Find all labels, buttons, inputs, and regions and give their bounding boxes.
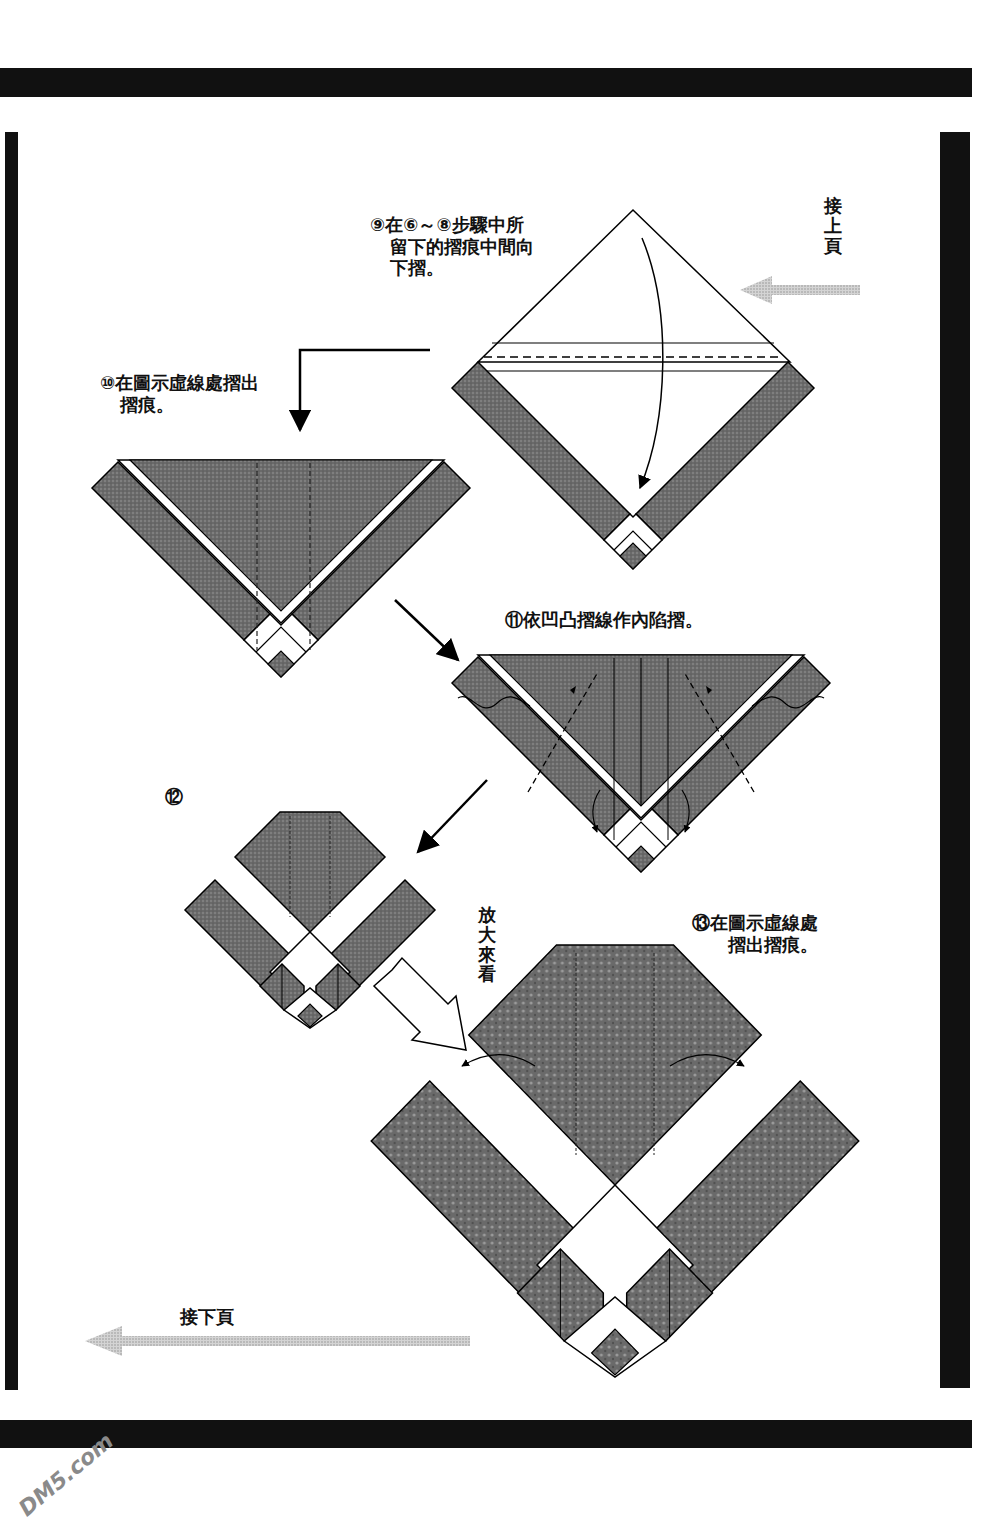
continue-note: 接上頁 (824, 196, 842, 255)
step-instruction: ⑪依凹凸摺線作內陷摺。 (505, 609, 703, 631)
enlarge-note: 放大來看 (478, 905, 496, 984)
step-instruction: ⑩在圖示虛線處摺出摺痕。 (100, 372, 272, 415)
watermark: DM5.com (14, 1428, 119, 1522)
step-number: ⑫ (165, 786, 183, 808)
step-instruction: ⑨在⑥～⑧步驟中所留下的摺痕中間向下摺。 (370, 214, 540, 279)
step-instruction: ⑬在圖示虛線處摺出摺痕。 (688, 912, 818, 955)
continue-note: 接下頁 (180, 1306, 234, 1328)
